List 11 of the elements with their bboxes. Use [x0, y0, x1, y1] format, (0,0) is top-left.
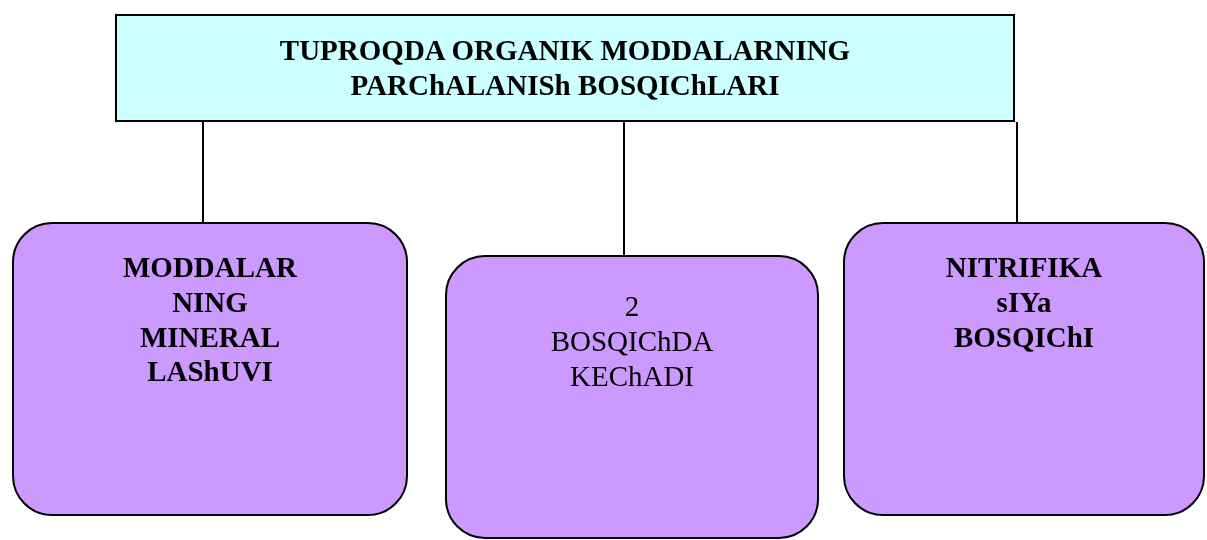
heading-text: TUPROQDA ORGANIK MODDALARNING PARChALANISh BOSQIChLARI	[278, 33, 852, 103]
stage-box	[843, 222, 1205, 516]
stage-box	[12, 222, 408, 516]
stage-text: NITRIFIKA sIYa BOSQIChI	[944, 250, 1104, 355]
stage-text: 2 BOSQIChDA KEChADI	[549, 289, 715, 394]
connector-line	[1016, 121, 1018, 223]
title-box	[115, 14, 1015, 122]
stage-text: MODDALAR NING MINERAL LAShUVI	[122, 250, 299, 390]
connector-line	[623, 121, 625, 256]
stage-box	[445, 255, 819, 539]
connector-line	[202, 121, 204, 223]
